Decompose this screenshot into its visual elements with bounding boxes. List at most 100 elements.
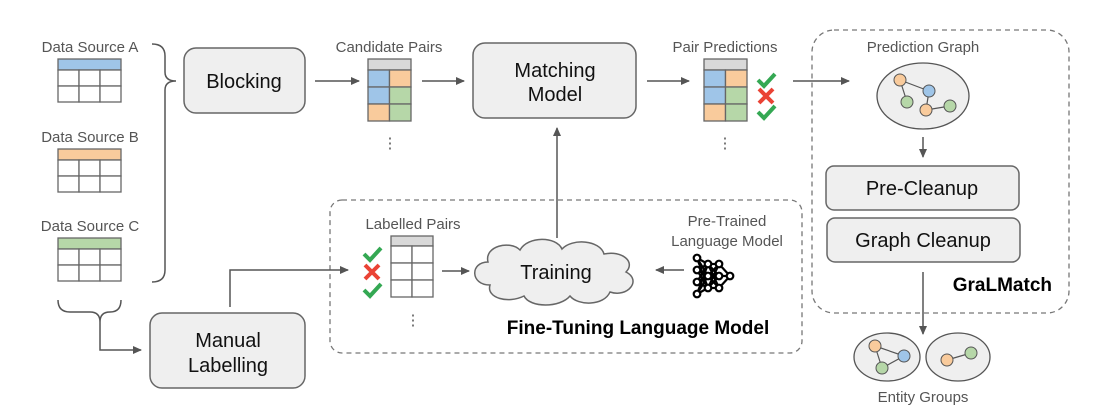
pair-predictions-label: Pair Predictions [672,39,777,56]
nn-node [714,271,724,281]
table-cell [99,85,122,103]
table-header [390,235,434,247]
nn-edge [707,263,720,289]
table-cell [78,69,101,87]
nn-node [703,271,713,281]
graph-node [940,353,954,367]
label-cross-icon [363,263,381,281]
graph-node [900,95,914,109]
graph-node [919,103,933,117]
table-cell [99,175,122,193]
nn-node [692,253,702,263]
table-cell [390,245,413,264]
nn-node [692,265,702,275]
blocking-label: Blocking [206,71,282,93]
prediction-graph-label: Prediction Graph [867,39,980,56]
table-header [57,237,122,250]
table-cell [703,69,727,88]
pretrained-line1: Pre-Trained [688,213,767,230]
manual-labelling-line1: Manual [195,330,261,352]
table-cell [367,103,391,122]
gralmatch-title: GraLMatch [953,275,1052,296]
label-check-icon [362,282,383,299]
table-cell [367,69,391,88]
entity-groups-label: Entity Groups [878,389,969,406]
table-cell [99,69,122,87]
candidate-pairs-ellipsis: ⋮ [383,135,398,152]
table-cell [367,86,391,105]
graph-cleanup-box [826,217,1021,263]
neural-network-icon [692,253,735,299]
pre-cleanup-box [825,165,1020,211]
data-source-a-label: Data Source A [42,39,139,56]
training-label: Training [520,262,592,284]
table-cell [703,86,727,105]
data-source-c-label: Data Source C [41,218,140,235]
matching-model-box [472,42,637,119]
table-cell [57,248,80,266]
graph-node [964,346,978,360]
manual-labelling-box [149,312,306,389]
tables [57,58,777,299]
prediction-cross-icon [757,87,775,105]
prediction-check-icon [756,72,777,89]
table-cell [703,103,727,122]
graph-node [893,73,907,87]
prediction-check-icon [756,104,777,121]
pre-cleanup-label: Pre-Cleanup [866,178,978,200]
table-cell [78,175,101,193]
nn-node [703,283,713,293]
graphs [853,62,991,382]
data-source-b-label: Data Source B [41,129,139,146]
table-cell [57,175,80,193]
table-header [367,58,412,71]
graph-cleanup-label: Graph Cleanup [855,230,991,252]
candidate-pairs-table [367,58,412,122]
table-cell [57,69,80,87]
pair-predictions-ellipsis: ⋮ [718,135,733,152]
blocking-box [183,47,306,114]
table-cell [78,248,101,266]
table-cell [99,159,122,177]
table-cell [411,245,434,264]
nn-node [692,277,702,287]
table-cell [724,103,748,122]
entity-group-1 [853,332,921,382]
table-cell [99,248,122,266]
candidate-pairs-label: Candidate Pairs [336,39,443,56]
label-check-icon [362,246,383,263]
table-cell [388,69,412,88]
manual-labelling-line2: Labelling [188,355,268,377]
training-cloud [474,238,634,306]
labelled-pairs-label: Labelled Pairs [365,216,460,233]
graph-node [875,361,889,375]
prediction-graph [876,62,970,130]
table-header [57,148,122,161]
graph-node [922,84,936,98]
table-cell [388,103,412,122]
nn-node [703,259,713,269]
table-cell [57,159,80,177]
graph-boundary [876,62,970,130]
data-source-a-table [57,58,122,103]
table-cell [57,264,80,282]
graph-node [897,349,911,363]
source-brace [151,43,177,283]
table-cell [78,264,101,282]
nn-node [725,271,735,281]
bottom-brace [57,299,122,323]
table-cell [390,262,413,281]
arrow-manual-to-labelled [229,266,349,307]
table-cell [78,85,101,103]
table-cell [724,86,748,105]
table-cell [57,85,80,103]
table-cell [411,262,434,281]
graph-node [943,99,957,113]
nn-node [714,283,724,293]
arrow-to-manual-labelling [99,322,142,354]
table-cell [724,69,748,88]
matching-model-line1: Matching [514,60,595,82]
table-header [57,58,122,71]
fine-tuning-container [329,199,803,354]
